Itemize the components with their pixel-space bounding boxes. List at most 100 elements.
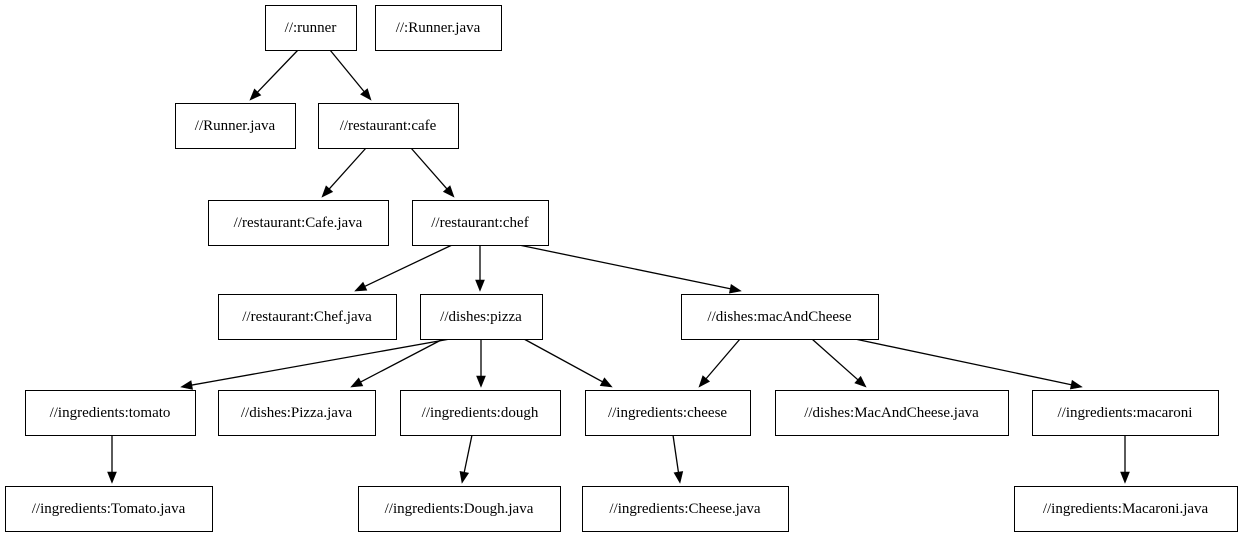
graph-node-runner[interactable]: //:runner xyxy=(265,5,357,51)
edge-line xyxy=(364,244,453,287)
graph-node-runner-java[interactable]: //Runner.java xyxy=(175,103,296,149)
node-box[interactable] xyxy=(585,390,751,436)
node-label: //Runner.java xyxy=(195,118,276,134)
node-label: //ingredients:dough xyxy=(422,405,539,421)
arrow-head-icon xyxy=(442,185,455,198)
graph-edge xyxy=(249,49,299,101)
graph-node-ing-dough-java[interactable]: //ingredients:Dough.java xyxy=(358,486,561,532)
node-label: //ingredients:cheese xyxy=(608,405,727,421)
graph-edge xyxy=(107,435,117,484)
arrow-head-icon xyxy=(1120,471,1130,484)
edge-line xyxy=(328,147,367,190)
graph-node-runner-java-root[interactable]: //:Runner.java xyxy=(375,5,502,51)
edge-line xyxy=(672,434,680,473)
node-box[interactable] xyxy=(681,294,879,340)
node-box[interactable] xyxy=(318,103,459,149)
node-box[interactable] xyxy=(358,486,561,532)
edge-line xyxy=(191,338,451,386)
node-box[interactable] xyxy=(5,486,213,532)
graph-edge xyxy=(523,338,613,388)
node-label: //:runner xyxy=(285,20,337,36)
node-box[interactable] xyxy=(218,294,397,340)
graph-edge xyxy=(518,244,742,294)
graph-edge xyxy=(459,434,473,484)
node-label: //ingredients:macaroni xyxy=(1058,405,1193,421)
graph-node-dishes-mac[interactable]: //dishes:macAndCheese xyxy=(681,294,879,340)
graph-edge xyxy=(329,49,372,101)
graph-edge xyxy=(180,338,451,390)
arrow-head-icon xyxy=(350,377,364,388)
node-box[interactable] xyxy=(175,103,296,149)
arrow-head-icon xyxy=(673,471,684,484)
node-label: //restaurant:Cafe.java xyxy=(234,215,363,231)
graph-node-dishes-mac-java[interactable]: //dishes:MacAndCheese.java xyxy=(775,390,1009,436)
graph-edge xyxy=(854,338,1083,390)
graph-node-ing-macaroni-java[interactable]: //ingredients:Macaroni.java xyxy=(1014,486,1238,532)
node-box[interactable] xyxy=(25,390,196,436)
node-label: //dishes:pizza xyxy=(440,309,522,325)
node-box[interactable] xyxy=(582,486,789,532)
graph-edge xyxy=(476,339,486,388)
node-box[interactable] xyxy=(1032,390,1219,436)
node-label: //dishes:MacAndCheese.java xyxy=(804,405,979,421)
graph-node-ing-dough[interactable]: //ingredients:dough xyxy=(400,390,561,436)
edge-line xyxy=(463,434,473,473)
node-label: //ingredients:Dough.java xyxy=(385,501,534,517)
arrow-head-icon xyxy=(107,471,117,484)
graph-node-dishes-pizza-java[interactable]: //dishes:Pizza.java xyxy=(218,390,376,436)
edge-line xyxy=(811,338,859,381)
node-box[interactable] xyxy=(775,390,1009,436)
graph-node-restaurant-chef-java[interactable]: //restaurant:Chef.java xyxy=(218,294,397,340)
graph-node-ing-macaroni[interactable]: //ingredients:macaroni xyxy=(1032,390,1219,436)
node-box[interactable] xyxy=(412,200,549,246)
node-box[interactable] xyxy=(400,390,561,436)
node-label: //restaurant:Chef.java xyxy=(242,309,372,325)
node-box[interactable] xyxy=(218,390,376,436)
node-label: //:Runner.java xyxy=(396,20,481,36)
graph-node-ing-tomato-java[interactable]: //ingredients:Tomato.java xyxy=(5,486,213,532)
graph-node-dishes-pizza[interactable]: //dishes:pizza xyxy=(420,294,543,340)
arrow-head-icon xyxy=(354,281,368,292)
graph-edge xyxy=(698,338,741,388)
arrow-head-icon xyxy=(1069,379,1083,390)
node-label: //ingredients:Tomato.java xyxy=(32,501,186,517)
node-box[interactable] xyxy=(375,5,502,51)
graph-node-restaurant-cafe[interactable]: //restaurant:cafe xyxy=(318,103,459,149)
node-box[interactable] xyxy=(420,294,543,340)
graph-node-ing-tomato[interactable]: //ingredients:tomato xyxy=(25,390,196,436)
graph-node-restaurant-cafe-java[interactable]: //restaurant:Cafe.java xyxy=(208,200,389,246)
arrow-head-icon xyxy=(599,377,613,388)
node-label: //ingredients:tomato xyxy=(50,405,171,421)
edge-line xyxy=(257,49,299,93)
graph-node-ing-cheese[interactable]: //ingredients:cheese xyxy=(585,390,751,436)
node-label: //dishes:macAndCheese xyxy=(707,309,851,325)
node-layer: //:runner //:Runner.java //Runner.java //re… xyxy=(5,5,1238,532)
arrow-head-icon xyxy=(476,375,486,388)
edge-layer xyxy=(107,49,1130,484)
graph-node-restaurant-chef[interactable]: //restaurant:chef xyxy=(412,200,549,246)
graph-node-ing-cheese-java[interactable]: //ingredients:Cheese.java xyxy=(582,486,789,532)
edge-line xyxy=(854,338,1072,386)
node-label: //ingredients:Cheese.java xyxy=(609,501,761,517)
graph-edge xyxy=(410,147,455,198)
arrow-head-icon xyxy=(728,283,742,294)
graph-edge xyxy=(354,244,453,292)
edge-line xyxy=(360,338,444,383)
node-box[interactable] xyxy=(208,200,389,246)
arrow-head-icon xyxy=(698,375,711,388)
edge-line xyxy=(329,49,365,92)
arrow-head-icon xyxy=(360,88,372,101)
node-label: //restaurant:cafe xyxy=(340,118,437,134)
arrow-head-icon xyxy=(321,185,334,198)
graph-edge xyxy=(672,434,684,484)
arrow-head-icon xyxy=(854,375,867,388)
graph-edge xyxy=(1120,435,1130,484)
node-box[interactable] xyxy=(1014,486,1238,532)
node-box[interactable] xyxy=(265,5,357,51)
edge-line xyxy=(410,147,448,190)
node-label: //ingredients:Macaroni.java xyxy=(1043,501,1209,517)
graph-edge xyxy=(321,147,367,198)
node-label: //dishes:Pizza.java xyxy=(241,405,353,421)
graph-edge xyxy=(475,245,485,292)
